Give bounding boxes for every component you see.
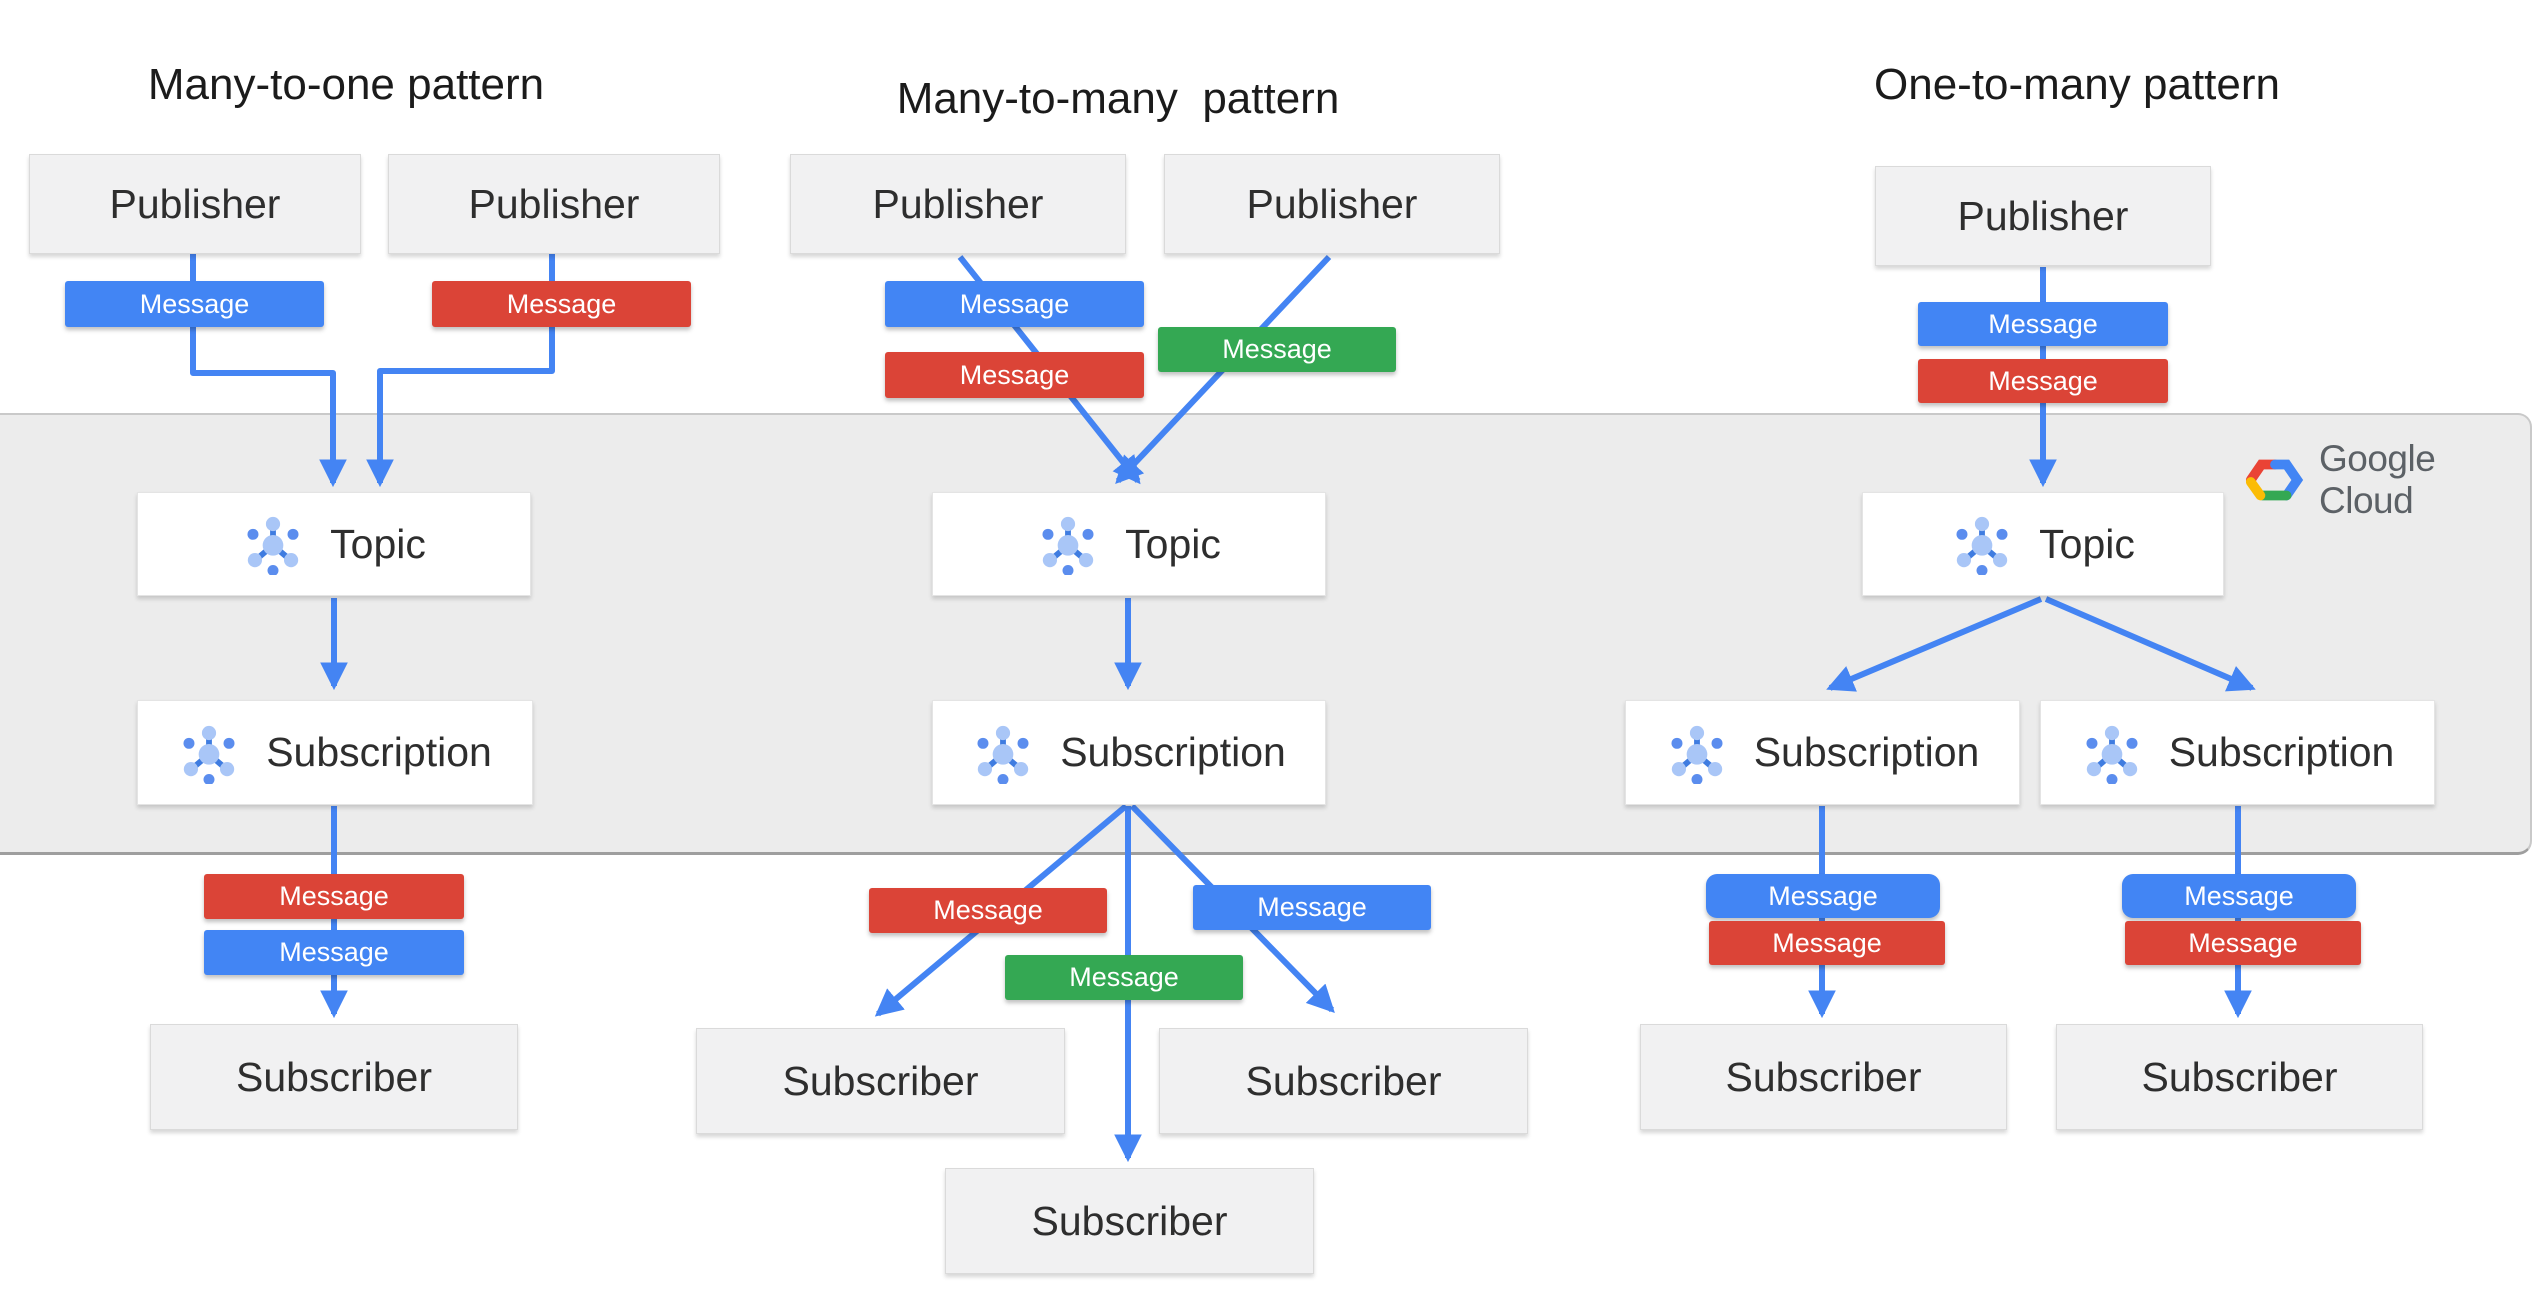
topic-box-label: Topic [2039,520,2135,567]
subscription-box: Subscription [2040,700,2435,805]
message-badge-blue: Message [885,281,1144,327]
message-badge-label: Message [959,288,1070,319]
topic-box-label: Topic [1125,520,1221,567]
subscriber-box-label: Subscriber [782,1057,979,1104]
pubsub-topology-icon [1671,725,1723,784]
subscription-box-label: Subscription [1753,729,1980,775]
message-badge-red: Message [1709,921,1945,965]
message-badge-red: Message [432,281,691,327]
message-badge-label: Message [506,288,617,319]
subscriber-box: Subscriber [696,1028,1065,1134]
subscriber-box: Subscriber [150,1024,518,1130]
message-badge-label: Message [1768,880,1878,911]
message-badge-label: Message [1988,365,2098,396]
google-cloud-logo: Google Cloud [2243,438,2538,522]
message-badge-label: Message [1222,334,1332,364]
subscription-box-label: Subscription [2168,729,2395,775]
publisher-box: Publisher [388,154,720,254]
google-cloud-icon [2245,459,2304,501]
subscription-box-label: Subscription [266,729,492,775]
pubsub-topology-icon [2086,725,2138,784]
message-badge-label: Message [139,288,250,319]
subscriber-box: Subscriber [1640,1024,2007,1130]
subscription-box-label: Subscription [1060,729,1286,775]
subscriber-box: Subscriber [945,1168,1314,1274]
message-badge-blue: Message [65,281,324,327]
publisher-box-label: Publisher [872,180,1044,227]
topic-box: Topic [137,492,531,596]
pubsub-topology-icon [183,725,235,784]
subscription-box: Subscription [137,700,533,805]
message-badge-label: Message [279,937,389,967]
pattern-title: One-to-many pattern [1874,60,2280,109]
pattern-title: Many-to-one pattern [147,60,545,109]
publisher-box-label: Publisher [468,180,640,227]
message-badge-blue: Message [204,930,464,975]
message-badge-green: Message [1005,955,1243,1000]
subscriber-box: Subscriber [2056,1024,2423,1130]
google-cloud-logo-text: Google Cloud [2319,438,2436,521]
message-badge-label: Message [279,881,389,911]
pubsub-topology-icon [1042,516,1094,575]
message-badge-red: Message [885,352,1144,398]
message-badge-label: Message [2184,880,2294,911]
message-badge-label: Message [959,359,1070,390]
message-badge-blue: Message [2122,874,2356,918]
message-badge-label: Message [933,895,1043,925]
message-badge-blue: Message [1706,874,1940,918]
publisher-box: Publisher [1875,166,2211,266]
message-badge-blue: Message [1193,885,1431,930]
topic-box: Topic [1862,492,2224,596]
publisher-box-label: Publisher [1246,180,1418,227]
subscriber-box-label: Subscriber [236,1053,432,1100]
publisher-box: Publisher [790,154,1126,254]
subscriber-box-label: Subscriber [1031,1197,1228,1244]
publisher-box-label: Publisher [109,180,281,227]
message-badge-green: Message [1158,327,1396,372]
message-badge-blue: Message [1918,302,2168,346]
message-badge-label: Message [1988,308,2098,339]
message-badge-label: Message [2188,927,2298,958]
publisher-box: Publisher [1164,154,1500,254]
pubsub-topology-icon [247,516,299,575]
publisher-box: Publisher [29,154,361,254]
message-badge-red: Message [2125,921,2361,965]
subscriber-box-label: Subscriber [1245,1057,1442,1104]
pattern-title: Many-to-many pattern [896,74,1340,123]
topic-box-label: Topic [330,520,426,567]
subscription-box: Subscription [1625,700,2020,805]
message-badge-label: Message [1772,927,1882,958]
subscriber-box-label: Subscriber [1725,1053,1922,1100]
subscriber-box-label: Subscriber [2141,1053,2338,1100]
publisher-box-label: Publisher [1957,192,2129,239]
subscriber-box: Subscriber [1159,1028,1528,1134]
message-badge-label: Message [1257,892,1367,922]
message-badge-red: Message [204,874,464,919]
message-badge-red: Message [1918,359,2168,403]
topic-box: Topic [932,492,1326,596]
pubsub-topology-icon [1956,516,2008,575]
subscription-box: Subscription [932,700,1326,805]
message-badge-red: Message [869,888,1107,933]
pubsub-topology-icon [977,725,1029,784]
message-badge-label: Message [1069,962,1179,992]
